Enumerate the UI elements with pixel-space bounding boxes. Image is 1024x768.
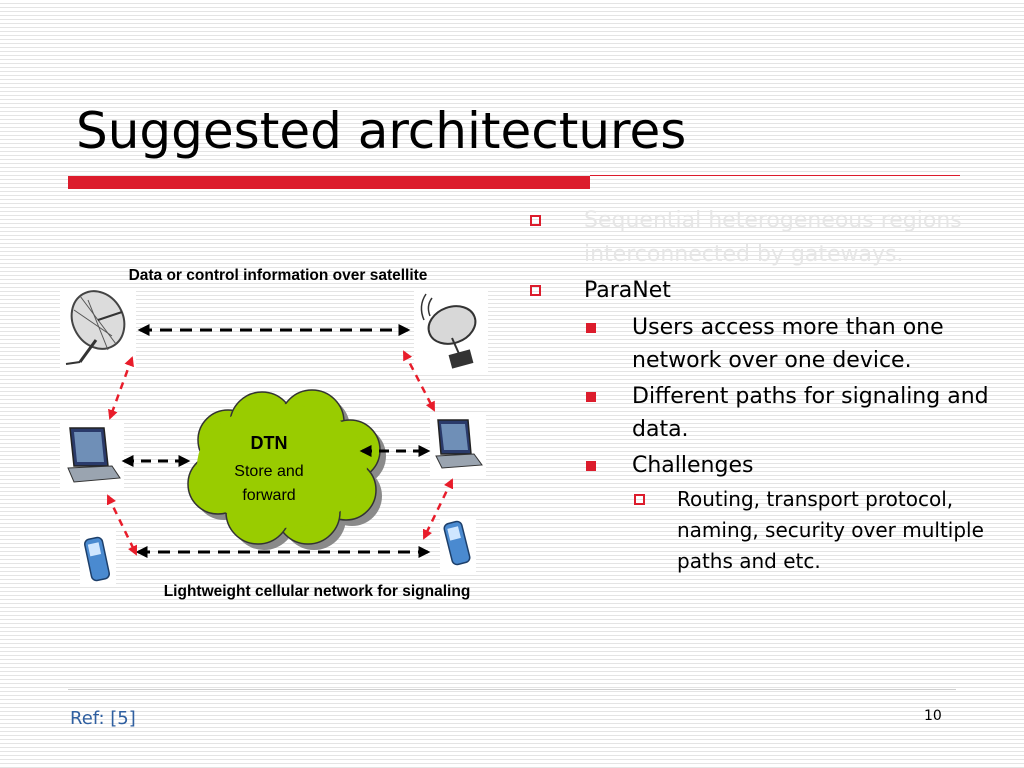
left-laptop-phone-arrow <box>106 494 138 556</box>
bullet-text: Challenges <box>632 453 754 478</box>
bullet-item: ParaNet <box>530 274 1020 308</box>
dtn-cloud: DTN Store and forward <box>187 389 386 550</box>
cloud-line-1: Store and <box>234 463 303 480</box>
satellite-dish-icon <box>60 290 136 370</box>
cloud-title: DTN <box>251 433 288 453</box>
bullet-text: Sequential heterogeneous regions interco… <box>584 208 962 267</box>
page-number: 10 <box>924 708 942 724</box>
bullet-text: Different paths for signaling and data. <box>632 384 989 442</box>
diagram-bottom-label: Lightweight cellular network for signali… <box>164 583 471 600</box>
title-underline-line <box>590 175 960 176</box>
bullet-text: ParaNet <box>584 278 671 303</box>
sub-bullet-item: Challenges <box>530 449 1020 482</box>
footer-divider <box>68 689 956 690</box>
solid-square-bullet-icon <box>586 461 596 471</box>
slide-title: Suggested architectures <box>76 102 687 160</box>
hollow-square-bullet-icon <box>530 285 541 296</box>
bullet-item: Sequential heterogeneous regions interco… <box>530 204 1020 272</box>
laptop-icon <box>430 414 486 476</box>
sub-bullet-item: Users access more than one network over … <box>530 311 1020 377</box>
hollow-square-bullet-icon <box>530 215 541 226</box>
hollow-square-bullet-icon <box>634 494 645 505</box>
cell-phone-icon <box>440 516 476 572</box>
bullet-text: Routing, transport protocol, naming, sec… <box>677 487 984 573</box>
cloud-line-2: forward <box>242 487 295 504</box>
solid-square-bullet-icon <box>586 323 596 333</box>
sub-bullet-item: Different paths for signaling and data. <box>530 380 1020 446</box>
title-underline-bar <box>68 176 590 189</box>
diagram-top-label: Data or control information over satelli… <box>129 267 428 284</box>
satellite-antenna-icon <box>414 288 488 374</box>
left-dish-laptop-arrow <box>108 356 134 420</box>
bullet-text: Users access more than one network over … <box>632 315 944 373</box>
bullet-list: Sequential heterogeneous regions interco… <box>530 204 1020 577</box>
solid-square-bullet-icon <box>586 392 596 402</box>
sub-sub-bullet-item: Routing, transport protocol, naming, sec… <box>530 484 1020 577</box>
right-laptop-phone-arrow <box>422 478 454 540</box>
laptop-icon <box>60 420 124 488</box>
cell-phone-icon <box>80 530 116 586</box>
reference-note: Ref: [5] <box>70 708 136 729</box>
right-antenna-laptop-arrow <box>402 350 436 412</box>
